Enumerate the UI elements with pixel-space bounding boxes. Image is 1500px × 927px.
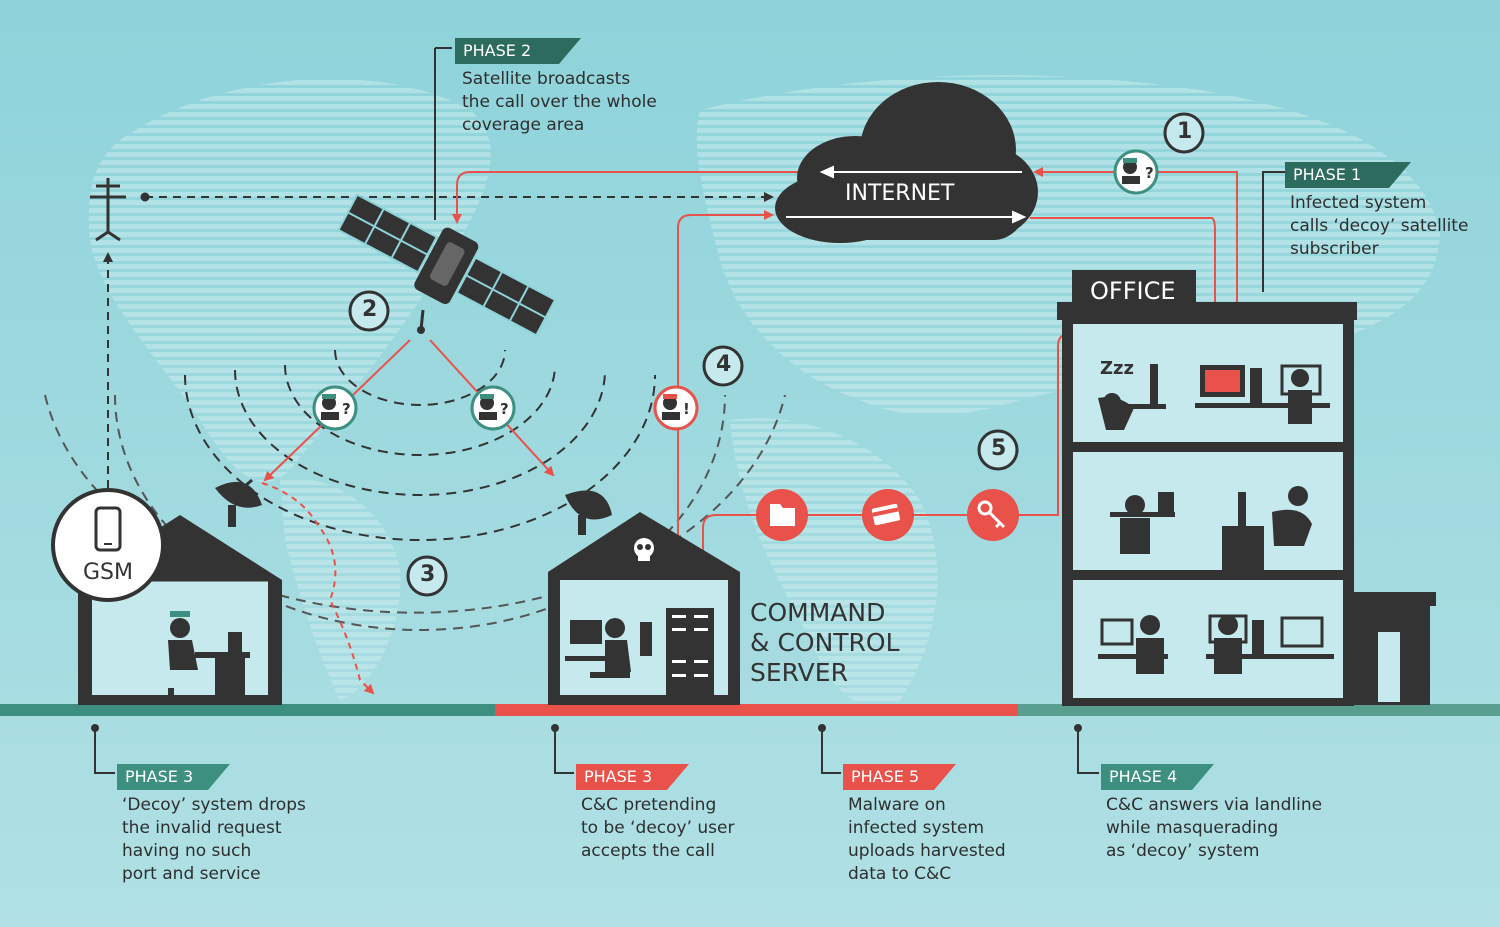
step-number-5: 5	[991, 436, 1007, 461]
satellite-icon	[337, 193, 557, 337]
hacker-question-icon: ?	[1113, 149, 1159, 195]
credit-card-icon	[862, 489, 914, 541]
svg-text:?: ?	[500, 400, 509, 418]
satellite-dish-icon	[565, 490, 612, 535]
phone-icon	[94, 506, 122, 552]
ground-strip	[0, 704, 1500, 716]
svg-text:!: !	[683, 400, 690, 418]
internet-label: INTERNET	[845, 181, 955, 206]
gsm-label: GSM	[83, 560, 133, 585]
phase2-tag: PHASE 2	[455, 38, 581, 64]
phase4-text: C&C answers via landline while masquerad…	[1106, 795, 1323, 861]
folder-icon	[756, 489, 808, 541]
phase5-text: Malware on infected system uploads harve…	[848, 795, 1006, 884]
step-number-1: 1	[1177, 119, 1193, 144]
skull-icon	[634, 538, 654, 561]
step-number-4: 4	[716, 352, 732, 377]
hacker-alert-icon: !	[653, 385, 699, 431]
phase3b-text: C&C pretending to be ‘decoy’ user accept…	[581, 795, 735, 861]
phase2-text: Satellite broadcasts the call over the w…	[462, 69, 657, 135]
phase4-tag: PHASE 4	[1101, 764, 1214, 790]
office-label: OFFICE	[1090, 277, 1176, 305]
phase3a-text: ‘Decoy’ system drops the invalid request…	[122, 795, 306, 884]
phase3a-tag: PHASE 3	[117, 764, 230, 790]
svg-text:?: ?	[1145, 164, 1154, 182]
svg-text:?: ?	[342, 400, 351, 418]
satellite-dish-icon	[215, 478, 262, 527]
cloud-arrows	[786, 165, 1027, 224]
step-number-3: 3	[420, 562, 436, 587]
antenna-tower-icon	[90, 178, 150, 242]
phase1-tag: PHASE 1	[1285, 162, 1411, 188]
step-number-2: 2	[362, 297, 378, 322]
cnc-operator	[565, 618, 652, 678]
phase5-tag: PHASE 5	[843, 764, 956, 790]
sleep-label: Zzz	[1100, 358, 1135, 379]
dashed-links	[103, 47, 1285, 488]
satellite-mast	[419, 309, 425, 331]
hacker-question-icon: ?	[312, 385, 358, 431]
phase1-text: Infected system calls ‘decoy’ satellite …	[1290, 193, 1469, 259]
hacker-question-icon: ?	[470, 385, 516, 431]
decoy-operator	[168, 611, 250, 700]
step-circles	[348, 112, 1205, 597]
cnc-label: COMMAND & CONTROL SERVER	[750, 598, 900, 687]
phase3b-tag: PHASE 3	[576, 764, 689, 790]
office-workers	[1098, 364, 1334, 674]
cnc-servers	[666, 608, 714, 696]
key-icon	[967, 489, 1019, 541]
